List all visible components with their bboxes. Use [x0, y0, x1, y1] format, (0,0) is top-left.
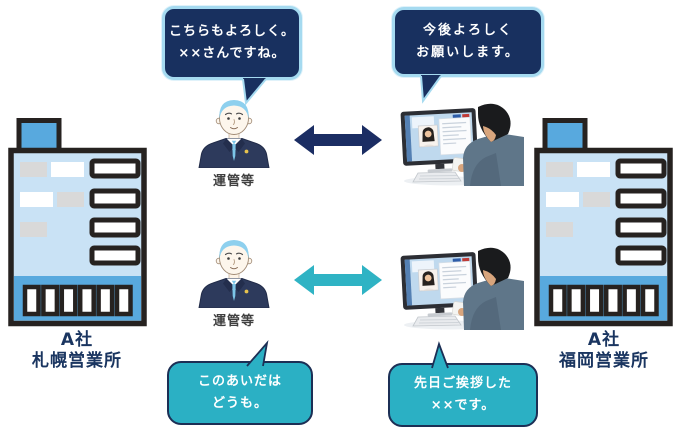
operator-at-monitor-icon — [400, 103, 524, 186]
bubble-tail-icon — [431, 341, 449, 369]
company-name: A社 — [587, 330, 621, 350]
person-label-top: 運管等 — [212, 174, 255, 189]
speech-bubble-top-left: こちらもよろしく。 ××さんですね。 — [162, 6, 302, 106]
building-label-left: A社 札幌営業所 — [2, 330, 152, 373]
office-name: 札幌営業所 — [32, 351, 122, 372]
double-arrow-icon-bottom — [294, 265, 382, 295]
businessman-icon — [198, 100, 270, 168]
office-building-icon — [534, 118, 673, 327]
company-name: A社 — [60, 330, 94, 350]
double-arrow-icon-top — [294, 125, 382, 155]
person-illustration-bottom — [186, 236, 282, 308]
bubble-tail-icon — [420, 75, 442, 104]
person-illustration-top — [186, 96, 282, 168]
speech-text-line: 先日ご挨拶した — [413, 375, 512, 391]
building-left — [7, 116, 148, 328]
person-label-bottom: 運管等 — [212, 314, 255, 329]
building-right — [533, 116, 674, 328]
speech-bubble-bottom-left: このあいだは どうも。 — [167, 339, 313, 425]
office-name: 福岡営業所 — [559, 351, 649, 372]
speech-text-line: お願いします。 — [416, 45, 520, 60]
speech-text-line: ××さんですね。 — [178, 46, 286, 61]
bubble-tail-icon — [246, 339, 269, 367]
speech-text-line: ××です。 — [430, 398, 496, 413]
businessman-icon — [198, 240, 270, 308]
speech-bubble-bottom-right: 先日ご挨拶した ××です。 — [388, 341, 538, 427]
building-label-right: A社 福岡営業所 — [528, 330, 680, 373]
speech-text-line: どうも。 — [211, 396, 268, 411]
speech-text-line: こちらもよろしく。 — [168, 23, 295, 39]
bubble-tail-icon — [242, 78, 267, 106]
speech-text-line: 今後よろしく — [422, 22, 513, 38]
video-call-photo-top — [398, 100, 524, 186]
speech-text-line: このあいだは — [197, 373, 282, 389]
operator-at-monitor-icon — [400, 247, 524, 330]
office-building-icon — [8, 118, 147, 327]
speech-bubble-top-right: 今後よろしく お願いします。 — [392, 7, 544, 104]
video-call-photo-bottom — [398, 244, 524, 330]
